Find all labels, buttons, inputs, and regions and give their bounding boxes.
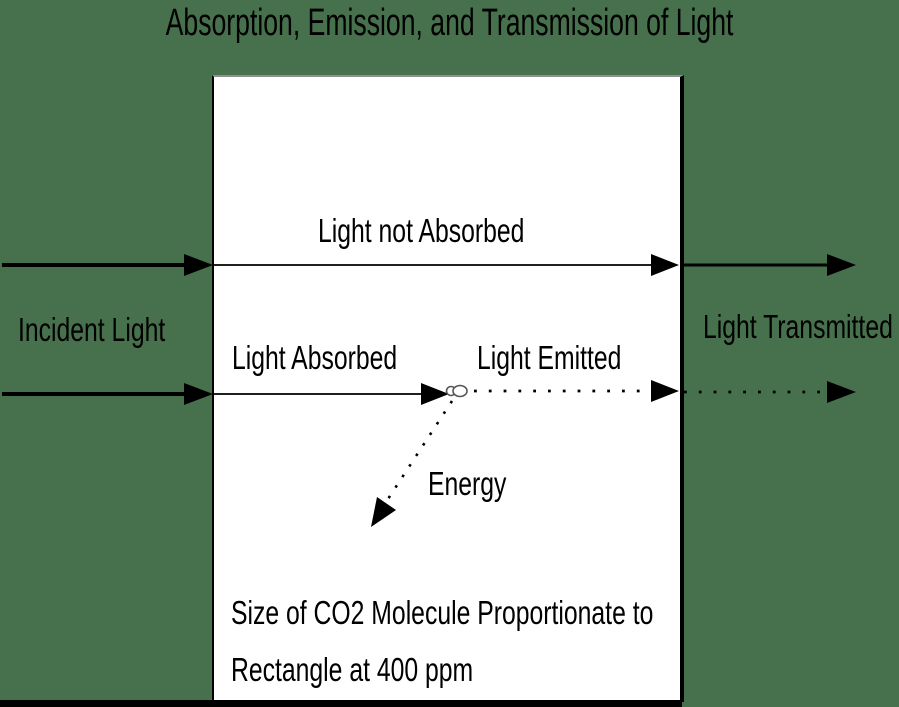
diagram-title: Absorption, Emission, and Transmission o… — [165, 2, 734, 44]
light-transmitted-label: Light Transmitted — [703, 308, 893, 345]
energy-label: Energy — [428, 465, 507, 502]
arrowhead-icon — [184, 383, 213, 405]
light-emitted-label: Light Emitted — [477, 339, 622, 376]
co2-size-note-line2: Rectangle at 400 ppm — [231, 650, 474, 688]
incident-arrow-top — [2, 254, 213, 276]
diagram-title-row: Absorption, Emission, and Transmission o… — [0, 2, 899, 45]
incident-arrow-bottom — [2, 383, 213, 405]
co2-size-note-line1: Size of CO2 Molecule Proportionate to — [231, 594, 654, 631]
arrowhead-icon — [184, 254, 213, 276]
light-absorbed-label: Light Absorbed — [232, 339, 398, 376]
light-not-absorbed-label: Light not Absorbed — [318, 212, 525, 249]
transmitted-arrow-solid — [683, 254, 856, 276]
incident-light-label: Incident Light — [18, 311, 166, 348]
arrowhead-icon — [827, 381, 856, 403]
co2-size-note: Size of CO2 Molecule Proportionate to Re… — [231, 585, 653, 699]
transmitted-arrow-dotted — [684, 381, 856, 403]
bottom-edge-bar — [0, 700, 682, 707]
arrowhead-icon — [827, 254, 856, 276]
